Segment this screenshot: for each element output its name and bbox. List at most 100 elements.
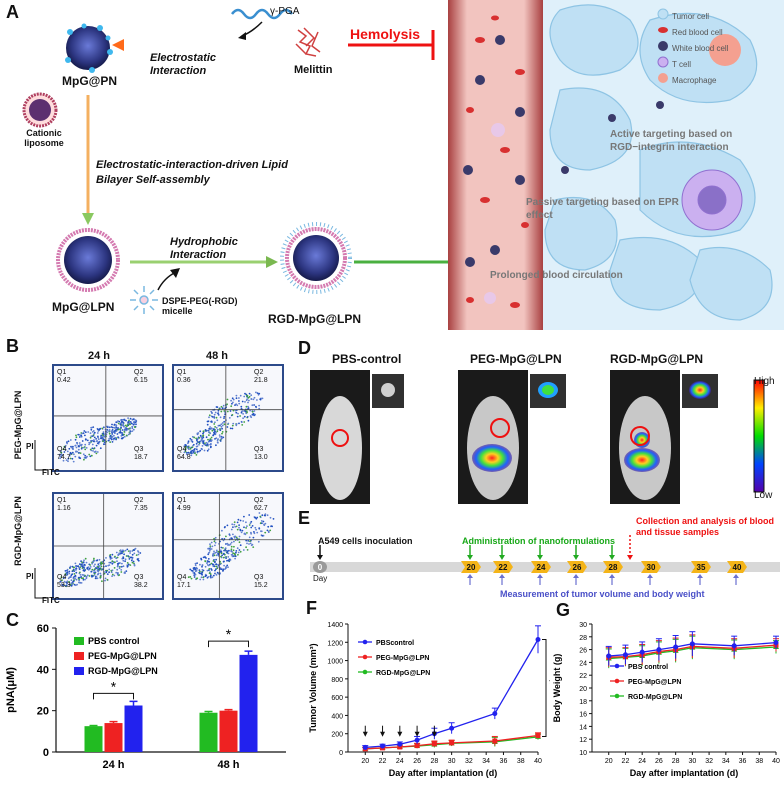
y-tick-label: 22 [579,673,587,680]
flow-dot [113,434,115,437]
flow-dot [214,544,216,547]
gamma-pga-icon [231,8,293,20]
day-marker [313,561,327,573]
flow-dot [199,430,202,433]
flow-dot [215,563,218,566]
flow-dot [187,451,190,454]
data-point [656,647,662,653]
flow-dot [74,455,77,458]
flow-dot [214,572,217,575]
flow-dot [215,437,218,439]
flow-dot [195,454,198,456]
flow-dot [242,520,245,522]
flow-dot [96,440,98,443]
flow-dot [61,579,63,582]
flow-dot [232,398,235,401]
x-tick-label: 34 [482,758,490,765]
bar [239,654,258,752]
flow-dot [209,543,211,546]
flow-dot [207,576,210,578]
x-tick-label: 20 [605,758,613,765]
flow-dot [80,447,83,450]
flow-dot [226,410,229,413]
flow-dot [88,575,91,577]
significance-bracket [208,640,249,648]
flow-dot [221,422,224,424]
flow-dot [189,568,192,571]
flow-dot [129,564,132,566]
flow-dot [90,570,93,573]
flow-dot [96,559,99,561]
flow-dot [64,444,67,447]
flow-dot [186,446,189,449]
y-tick-label: 1400 [327,622,343,629]
flow-dot [110,557,113,560]
flow-dot [100,565,103,568]
flow-dot [107,439,110,442]
flow-dot [108,571,110,574]
y-tick-label: 14 [579,724,587,731]
flow-dot [102,438,105,441]
flow-dot [82,446,85,449]
flow-dot [131,561,134,564]
flow-dot [85,561,88,564]
flow-dot [91,447,94,450]
flow-dot [194,562,197,565]
flow-dot [131,553,134,556]
flow-dot [109,555,112,558]
flow-dot [216,566,219,568]
flow-dot [111,433,114,435]
flow-dot [111,553,114,556]
flow-dot [251,543,254,546]
flow-dot [199,434,202,437]
flow-dot [92,450,94,452]
flow-dot [103,426,105,429]
flow-dot [259,398,262,400]
flow-dot [88,443,90,446]
flow-dot [210,548,213,550]
flow-dot [210,410,213,413]
flow-dot [229,427,232,430]
flow-dot [221,431,224,433]
flow-dot [244,401,246,403]
flow-dot [135,423,137,426]
flow-dot [92,447,95,450]
flow-dot [91,443,94,446]
flow-dot [66,568,69,571]
flow-dot [217,414,220,416]
flow-dot [191,452,194,455]
flow-dot [251,404,254,407]
flow-dot [194,573,197,576]
flow-dot [240,421,243,424]
flow-dot [117,420,119,422]
flow-dot [238,526,240,529]
flow-dot [75,446,78,449]
flow-dot [65,574,68,577]
flow-dot [212,560,215,562]
y-tick-label: 0 [43,747,49,759]
flow-dot [65,459,68,461]
flow-dot [231,523,234,526]
flow-dot [69,457,72,460]
tumor-tissue-illustration [543,0,784,330]
flow-scatter [174,494,282,598]
flow-dot [105,565,107,567]
panel-d-label: D [298,338,311,358]
measurement-arrowhead [647,574,653,578]
flow-dot [193,576,196,578]
flow-dot [124,558,127,561]
flow-dot [111,562,114,565]
flow-dot [86,574,89,577]
flow-dot [248,514,251,516]
flow-dot [111,441,114,443]
flow-dot [252,546,255,548]
flow-dot [114,555,116,558]
flow-dot [96,567,98,570]
flow-dot [79,571,81,574]
x-tick-label: 36 [500,758,508,765]
flow-dot [77,576,80,579]
flow-dot [198,572,201,575]
